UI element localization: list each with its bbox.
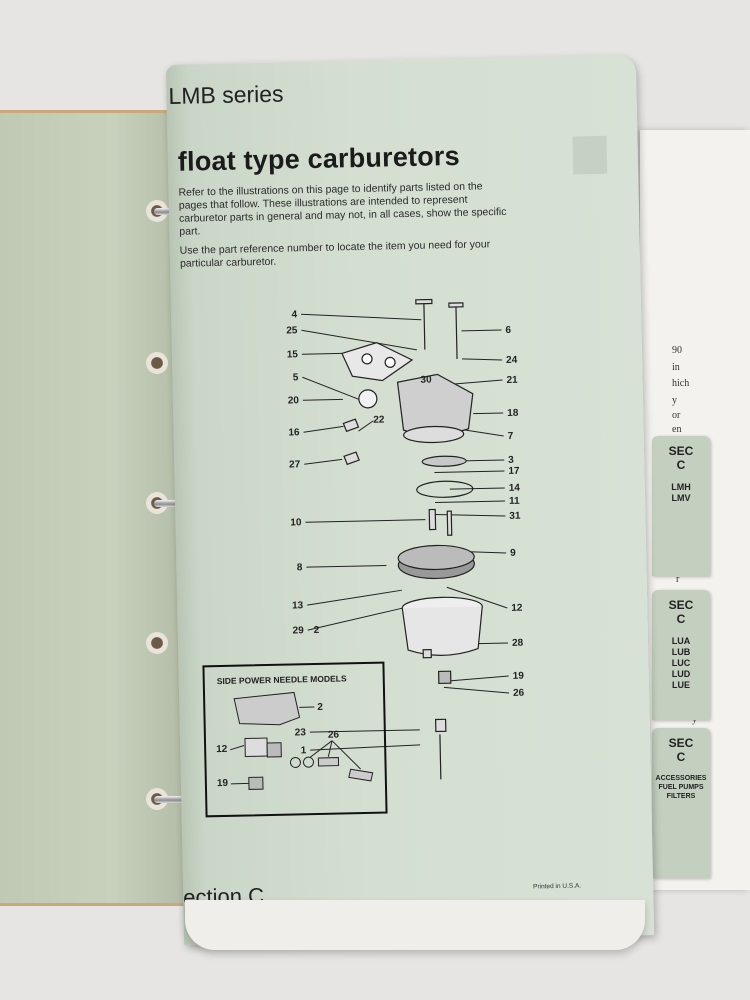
svg-text:30: 30 bbox=[420, 375, 432, 386]
svg-text:17: 17 bbox=[508, 466, 520, 477]
tab-sec-label: SEC bbox=[668, 444, 694, 458]
svg-text:4: 4 bbox=[291, 309, 297, 320]
svg-text:29: 29 bbox=[292, 625, 304, 636]
svg-text:5: 5 bbox=[293, 372, 299, 383]
intro-paragraph: Refer to the illustrations on this page … bbox=[178, 180, 507, 238]
svg-text:7: 7 bbox=[508, 431, 514, 442]
svg-text:23: 23 bbox=[295, 727, 307, 738]
series-title: LMB series bbox=[168, 80, 284, 109]
svg-text:3: 3 bbox=[508, 455, 514, 466]
intro-paragraph: Use the part reference number to locate … bbox=[179, 238, 491, 270]
tab-letter: C bbox=[676, 458, 686, 472]
catalog-page: LMB series float type carburetors Refer … bbox=[165, 55, 655, 945]
svg-text:6: 6 bbox=[505, 325, 511, 336]
callout-labels-right: 6 24 21 18 7 3 17 14 11 31 9 12 28 19 26… bbox=[314, 325, 525, 699]
svg-text:11: 11 bbox=[509, 496, 520, 507]
svg-text:24: 24 bbox=[506, 355, 518, 366]
svg-text:28: 28 bbox=[512, 638, 524, 649]
binder-ring bbox=[140, 632, 184, 654]
exploded-parts-diagram: 4 25 15 5 20 16 27 10 8 13 29 23 1 6 24 … bbox=[202, 298, 525, 818]
back-page-text: en bbox=[672, 424, 682, 435]
logo-placeholder bbox=[572, 135, 608, 175]
carburetor-parts bbox=[341, 298, 483, 780]
svg-text:2: 2 bbox=[317, 702, 323, 713]
svg-text:18: 18 bbox=[507, 408, 519, 419]
page-stack-bottom bbox=[185, 900, 645, 950]
binder-ring bbox=[140, 492, 184, 514]
svg-text:9: 9 bbox=[510, 548, 516, 559]
svg-text:13: 13 bbox=[292, 600, 304, 611]
tab-sec-label: SEC bbox=[668, 598, 694, 612]
svg-text:8: 8 bbox=[297, 562, 303, 573]
svg-text:19: 19 bbox=[513, 671, 525, 682]
printed-in-label: Printed in U.S.A. bbox=[533, 882, 582, 891]
page-title: float type carburetors bbox=[177, 140, 461, 177]
tab-letter: C bbox=[676, 750, 686, 764]
svg-text:16: 16 bbox=[288, 427, 300, 438]
leader-lines bbox=[301, 313, 510, 751]
binder-ring bbox=[140, 352, 184, 374]
svg-text:22: 22 bbox=[373, 415, 385, 426]
binder-ring bbox=[140, 788, 184, 810]
svg-text:15: 15 bbox=[287, 349, 299, 360]
svg-text:12: 12 bbox=[511, 603, 523, 614]
back-page-text: hich bbox=[672, 378, 690, 389]
tab-letter: C bbox=[676, 612, 686, 626]
back-page-text: r bbox=[676, 574, 680, 585]
svg-text:14: 14 bbox=[509, 483, 521, 494]
svg-text:26: 26 bbox=[513, 688, 525, 699]
svg-text:2: 2 bbox=[314, 625, 320, 636]
svg-text:25: 25 bbox=[286, 325, 298, 336]
svg-text:27: 27 bbox=[289, 459, 301, 470]
svg-text:19: 19 bbox=[217, 778, 229, 789]
callout-labels-left: 4 25 15 5 20 16 27 10 8 13 29 23 1 bbox=[286, 309, 307, 756]
svg-text:10: 10 bbox=[290, 517, 302, 528]
intro-text: Refer to the illustrations on this page … bbox=[178, 180, 510, 277]
svg-text:21: 21 bbox=[506, 375, 518, 386]
back-page-text: y bbox=[672, 395, 677, 406]
svg-text:1: 1 bbox=[301, 745, 307, 756]
inset-title: SIDE POWER NEEDLE MODELS bbox=[217, 673, 347, 686]
back-page-text: in bbox=[672, 362, 680, 373]
svg-text:12: 12 bbox=[216, 744, 228, 755]
side-power-needle-inset: SIDE POWER NEEDLE MODELS 2 12 26 19 bbox=[202, 661, 388, 818]
svg-text:26: 26 bbox=[328, 730, 340, 741]
tab-sec-label: SEC bbox=[668, 736, 694, 750]
svg-text:20: 20 bbox=[288, 395, 300, 406]
back-page-text: or bbox=[672, 410, 681, 421]
back-page-text: 90 bbox=[672, 345, 682, 356]
svg-text:31: 31 bbox=[509, 511, 521, 522]
